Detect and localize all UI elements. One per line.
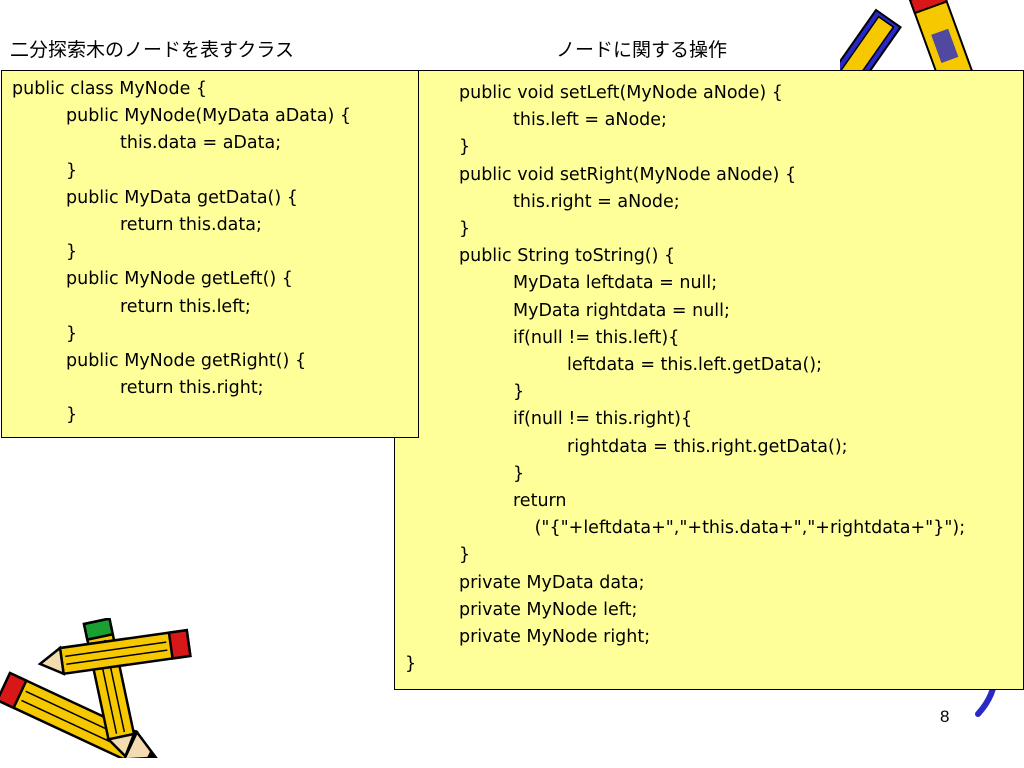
code-line: } [405,654,417,675]
code-line: } [513,463,525,484]
slide-number: 8 [940,707,950,726]
code-line: return this.left; [120,296,251,317]
code-line: public void setLeft(MyNode aNode) { [459,83,783,103]
code-line: return this.right; [120,378,264,399]
code-line: } [459,545,471,566]
code-line: ("{"+leftdata+","+this.data+","+rightdat… [534,518,966,539]
code-line: return this.data; [120,215,262,235]
code-line: MyData rightdata = null; [513,300,730,321]
code-line: private MyNode left; [459,599,638,620]
code-line: return [513,491,567,511]
code-line: this.data = aData; [120,133,282,154]
code-line: this.right = aNode; [513,191,680,212]
code-box-node-class: public class MyNode { public MyNode(MyDat… [1,70,419,438]
slide-heading-left: 二分探索木のノードを表すクラス [10,39,295,61]
code-line: if(null != this.left){ [513,327,680,348]
code-line: private MyNode right; [459,627,651,647]
code-line: MyData leftdata = null; [513,273,718,294]
code-line: public String toString() { [459,246,676,267]
code-line: } [66,405,78,426]
code-line: } [66,242,78,263]
code-line: public MyNode getRight() { [66,351,307,371]
slide-heading-right: ノードに関する操作 [556,39,728,61]
code-line: public MyData getData() { [66,187,298,208]
code-box-node-operations: public void setLeft(MyNode aNode) { this.… [394,70,1024,690]
code-line: if(null != this.right){ [513,409,693,430]
code-line: this.left = aNode; [513,110,667,131]
pencil-cluster-bottom-left-icon [0,618,192,758]
code-line: private MyData data; [459,572,645,593]
code-line: } [459,219,471,239]
code-line: } [459,137,471,158]
code-line: public void setRight(MyNode aNode) { [459,164,797,185]
code-line: rightdata = this.right.getData(); [567,436,848,457]
code-line: public class MyNode { [12,79,208,99]
code-line: } [66,160,78,181]
code-line: } [513,382,525,403]
code-line: public MyNode getLeft() { [66,269,293,290]
code-line: leftdata = this.left.getData(); [567,355,823,375]
code-line: } [66,323,78,344]
code-line: public MyNode(MyData aData) { [66,106,352,127]
